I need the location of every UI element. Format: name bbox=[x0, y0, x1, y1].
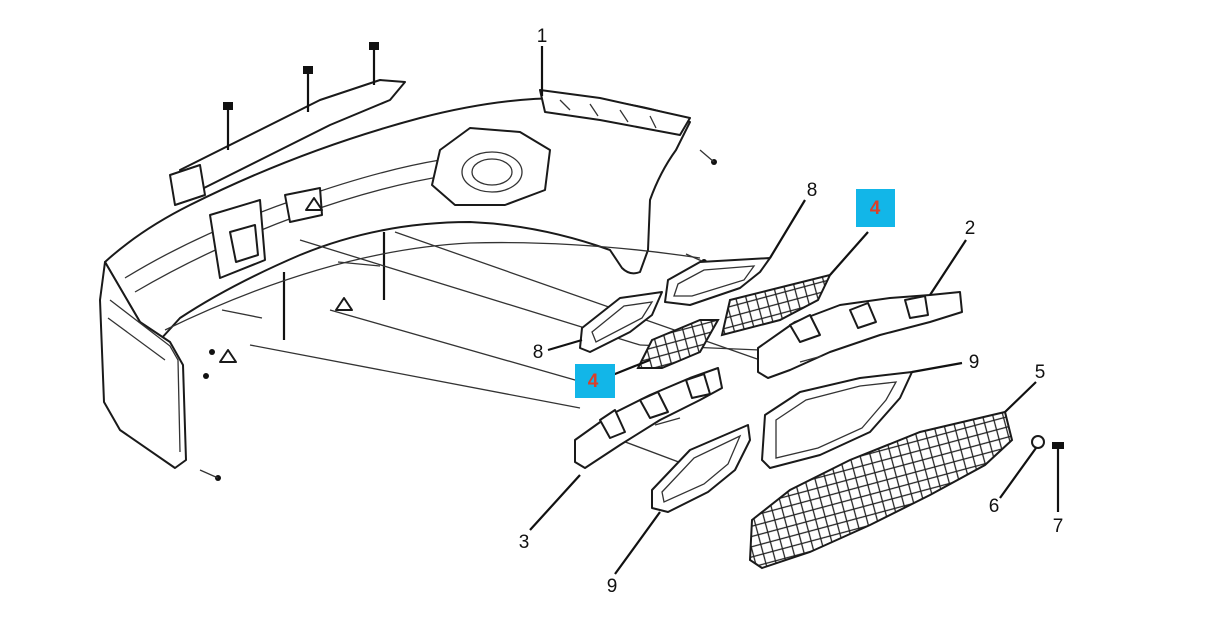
grille-4-lower bbox=[636, 319, 720, 369]
callout-4-lower-highlight bbox=[575, 364, 615, 398]
callout-3: 3 bbox=[519, 532, 530, 553]
bumper-cover bbox=[99, 79, 691, 469]
bolt-7 bbox=[1052, 442, 1064, 505]
bezel-8-upper bbox=[664, 257, 771, 306]
callout-1: 1 bbox=[537, 26, 548, 47]
bracket-3 bbox=[574, 367, 723, 469]
callout-2: 2 bbox=[965, 218, 976, 239]
grille-5 bbox=[748, 410, 1014, 570]
leader-lines bbox=[529, 46, 1060, 575]
callout-9-upper: 9 bbox=[969, 352, 980, 373]
callout-8-lower: 8 bbox=[533, 342, 544, 363]
callout-4-lower: 4 bbox=[588, 371, 599, 392]
callout-6: 6 bbox=[989, 496, 1000, 517]
bezel-9-upper bbox=[761, 371, 913, 469]
callout-4-upper: 4 bbox=[870, 198, 881, 219]
grille-4-upper bbox=[720, 273, 832, 337]
bezel-8-lower bbox=[579, 291, 663, 353]
callout-8-upper: 8 bbox=[807, 180, 818, 201]
callout-7: 7 bbox=[1053, 516, 1064, 537]
callout-9-lower: 9 bbox=[607, 576, 618, 597]
callout-5: 5 bbox=[1035, 362, 1046, 383]
callout-4-upper-highlight bbox=[856, 189, 895, 227]
callouts: 1 8 4 2 8 4 9 5 6 7 3 9 bbox=[519, 26, 1064, 597]
nut-6 bbox=[1031, 435, 1045, 449]
bracket-2 bbox=[757, 291, 963, 379]
fasteners bbox=[199, 42, 717, 481]
bezel-9-lower bbox=[651, 424, 751, 513]
